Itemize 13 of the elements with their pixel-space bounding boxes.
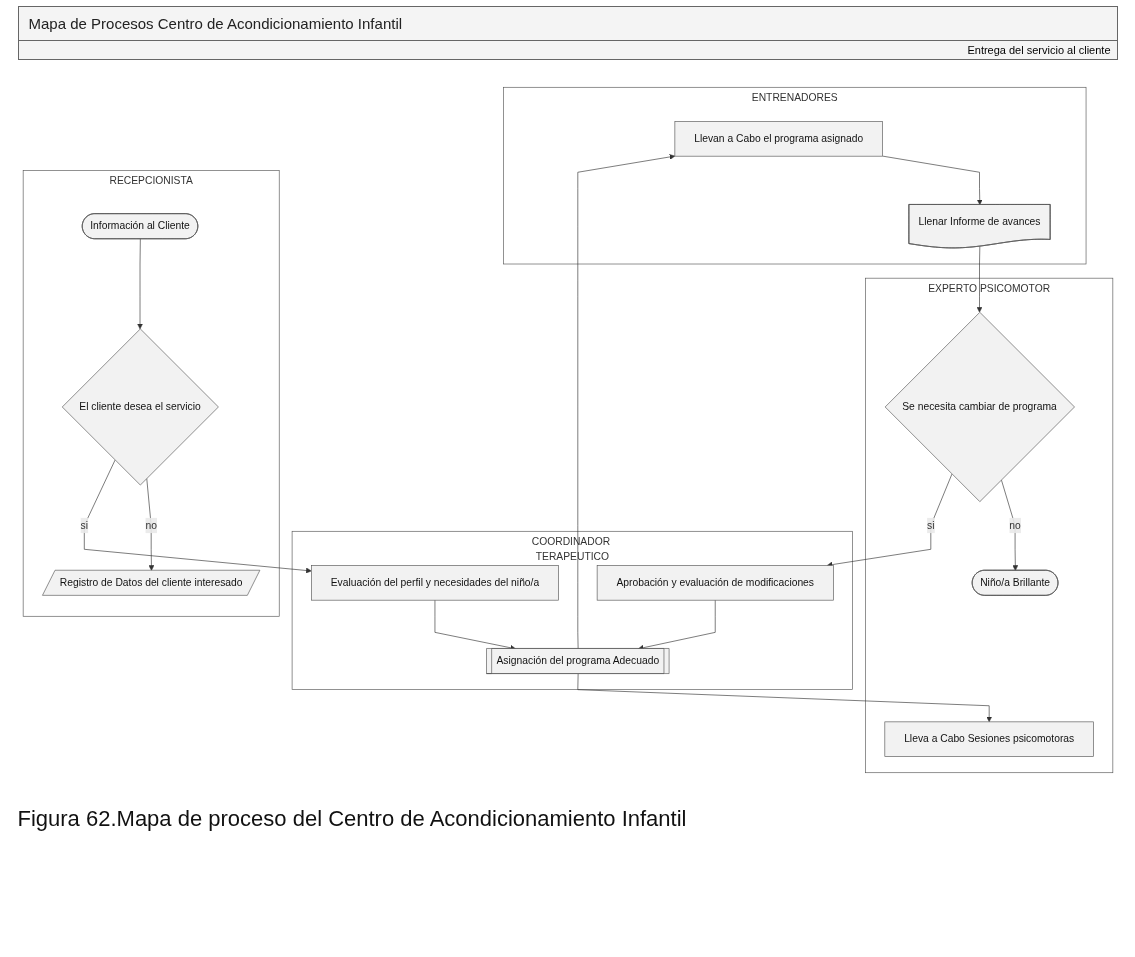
figure-caption: Figura 62.Mapa de proceso del Centro de Acondicionamiento Infantil <box>17 806 688 832</box>
edge-label: si <box>926 519 935 531</box>
diagram-title: Mapa de Procesos Centro de Acondicionamiento Infantil <box>17 6 1118 41</box>
node-box: Lleva a Cabo Sesiones psicomotoras <box>884 721 1094 757</box>
edge-label: no <box>144 519 157 531</box>
edge-label: no <box>1008 519 1021 531</box>
phase-header: Entrega del servicio al cliente <box>17 41 1118 60</box>
edge-label: si <box>80 519 88 531</box>
node-box: Llevan a Cabo el programa asignado <box>674 121 883 157</box>
node-box: Aprobación y evaluación de modificaciones <box>596 565 834 601</box>
node-box: Evaluación del perfil y necesidades del niño/a <box>310 565 559 601</box>
node-diamond: Se necesita cambiar de programa <box>884 312 1075 502</box>
node-diamond: El cliente desea el servicio <box>61 328 219 486</box>
